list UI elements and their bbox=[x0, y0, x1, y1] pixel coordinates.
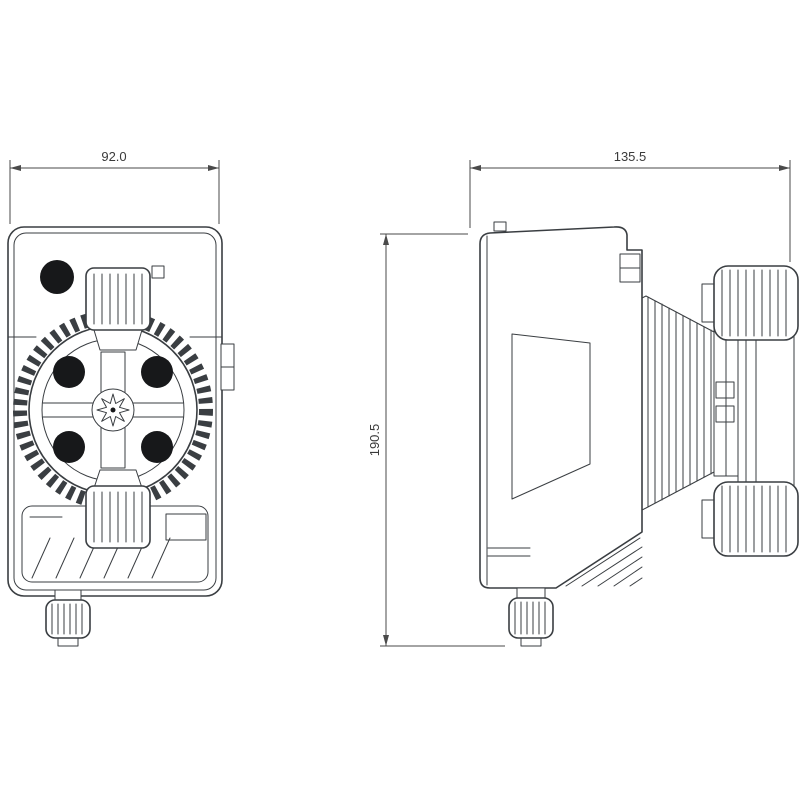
roller-bottom-left bbox=[53, 431, 85, 463]
top-screw-boss bbox=[493, 221, 507, 232]
connector-nut bbox=[713, 481, 799, 557]
label-plate bbox=[165, 513, 207, 541]
roller-top-left bbox=[53, 356, 85, 388]
dimension-side-width: 135.5 bbox=[469, 149, 791, 262]
heatsink-fins bbox=[641, 295, 715, 511]
mounting-square bbox=[151, 265, 165, 279]
gland-ribs bbox=[514, 601, 546, 635]
pump-head-side bbox=[737, 335, 795, 487]
knob-ribs bbox=[93, 273, 143, 325]
indicator-dot bbox=[40, 260, 74, 294]
head-flange bbox=[713, 329, 739, 477]
arrowhead-bottom bbox=[383, 635, 389, 646]
cable-gland-side bbox=[508, 587, 554, 647]
bottom-chamfer-hatch bbox=[565, 537, 643, 587]
mounting-clip-side bbox=[619, 253, 641, 283]
side-view bbox=[479, 221, 799, 647]
pump-body-outline bbox=[7, 226, 223, 597]
cable-gland-front bbox=[45, 589, 91, 647]
roller-top-right bbox=[141, 356, 173, 388]
side-width-label: 135.5 bbox=[614, 149, 647, 164]
arrowhead-left bbox=[10, 165, 21, 171]
dimension-height: 190.5 bbox=[367, 233, 505, 647]
gland-nut bbox=[508, 597, 554, 639]
gland-tip bbox=[520, 637, 542, 647]
gland-tip bbox=[57, 637, 79, 647]
impeller-star bbox=[96, 393, 130, 427]
arrowhead-left bbox=[470, 165, 481, 171]
dimension-front-width: 92.0 bbox=[9, 149, 220, 224]
nut-ribs bbox=[721, 269, 787, 337]
gland-ribs bbox=[51, 603, 83, 635]
arrowhead-top bbox=[383, 234, 389, 245]
discharge-valve-knob bbox=[85, 469, 151, 549]
housing-outline bbox=[479, 226, 643, 589]
valve-neck-top bbox=[93, 329, 143, 351]
knob-ribs bbox=[93, 491, 143, 543]
suction-valve-knob bbox=[85, 267, 151, 351]
hose-connector-top bbox=[701, 265, 799, 341]
connector-nut bbox=[713, 265, 799, 341]
nut-ribs bbox=[721, 485, 787, 553]
front-width-label: 92.0 bbox=[101, 149, 126, 164]
connector-collar bbox=[701, 283, 715, 323]
hose-connector-bottom bbox=[701, 481, 799, 557]
arrowhead-right bbox=[208, 165, 219, 171]
roller-bottom-right bbox=[141, 431, 173, 463]
gland-nut bbox=[45, 599, 91, 639]
side-clip-tab bbox=[220, 343, 235, 391]
front-view bbox=[7, 226, 235, 647]
connector-collar bbox=[701, 499, 715, 539]
control-panel-side bbox=[511, 333, 591, 500]
height-label: 190.5 bbox=[367, 424, 382, 457]
arrowhead-right bbox=[779, 165, 790, 171]
